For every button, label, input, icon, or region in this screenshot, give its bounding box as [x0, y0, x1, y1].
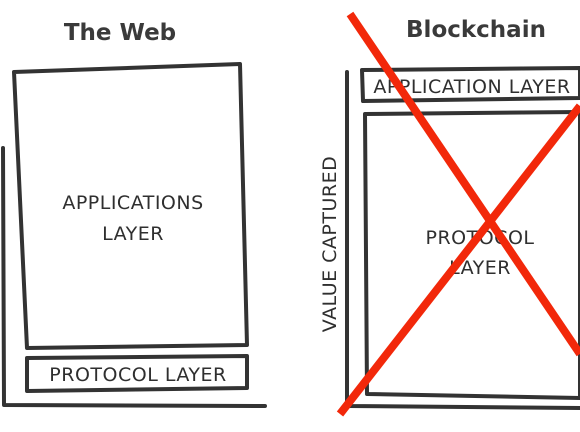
blockchain-stack: APPLICATION LAYER PROTOCOL LAYER VALUE C…	[319, 66, 580, 410]
web-title: The Web	[64, 20, 176, 46]
blockchain-title: Blockchain	[406, 17, 546, 43]
blockchain-application-layer-box	[360, 66, 580, 103]
cross-out-stroke-diagonal-down	[346, 11, 580, 357]
web-protocol-layer-box	[25, 354, 249, 393]
blockchain-application-layer-label: APPLICATION LAYER	[373, 76, 570, 98]
web-stack: APPLICATIONS LAYER PROTOCOL LAYER	[1, 62, 267, 408]
cross-out-mark	[336, 11, 580, 417]
blockchain-protocol-layer-box	[363, 110, 580, 400]
web-applications-layer-label-line2: LAYER	[102, 223, 164, 245]
value-captured-axis-label: VALUE CAPTURED	[319, 156, 341, 332]
web-baseline-bracket	[1, 146, 267, 408]
web-applications-layer-label-line1: APPLICATIONS	[62, 192, 203, 214]
blockchain-protocol-layer-label-line2: LAYER	[449, 257, 511, 279]
web-protocol-layer-label: PROTOCOL LAYER	[49, 364, 226, 386]
web-applications-layer-box	[12, 62, 249, 350]
cross-out-stroke-diagonal-up	[336, 103, 580, 417]
